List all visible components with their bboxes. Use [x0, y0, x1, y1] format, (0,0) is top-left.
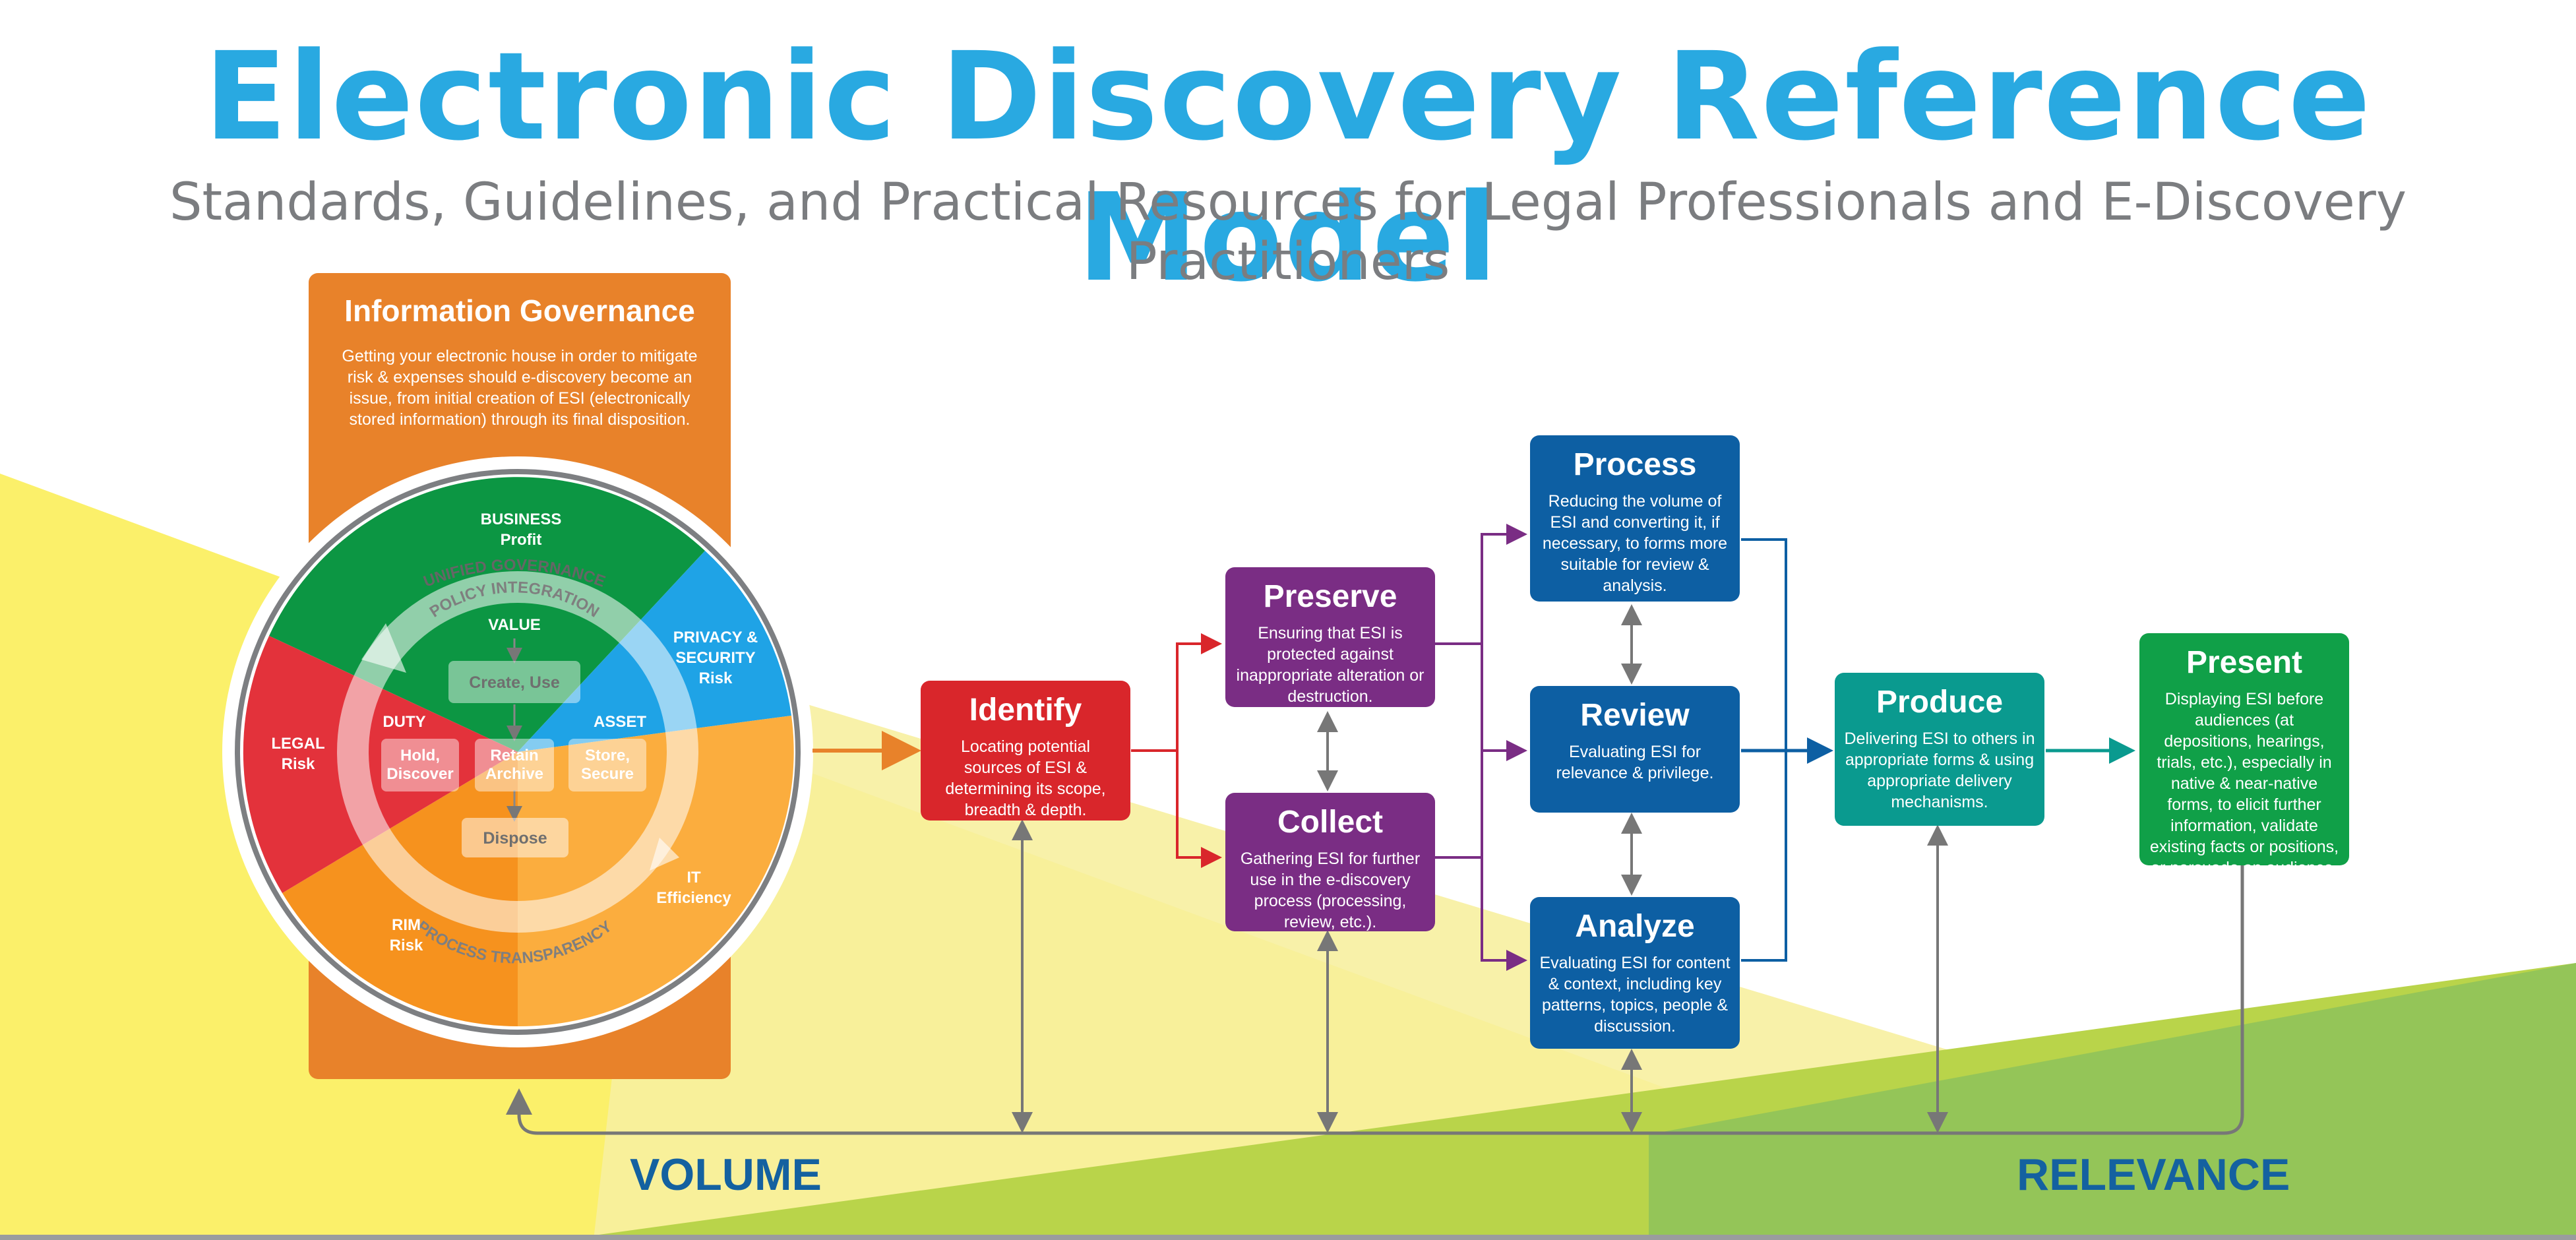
produce-title: Produce [1876, 685, 2004, 720]
volume-label: VOLUME [630, 1150, 822, 1200]
connector-preserve-review [1481, 644, 1527, 761]
retain-label: Retain [490, 747, 538, 764]
archive-label: Archive [485, 765, 543, 783]
identify-description: Locating potential sources of ESI & dete… [945, 737, 1106, 819]
hold-label: Hold, [400, 747, 440, 764]
feedback-loop-line [506, 865, 2244, 1135]
collect-description: Gathering ESI for further use in the e-d… [1240, 850, 1421, 931]
retain-archive-box [475, 739, 554, 791]
business-sub-label: Profit [501, 531, 542, 549]
dispose-box [462, 818, 568, 857]
stage-review[interactable]: Review Evaluating ESI for relevance & pr… [1530, 686, 1740, 813]
analyze-description: Evaluating ESI for content & context, in… [1539, 954, 1731, 1036]
collect-title: Collect [1277, 805, 1384, 840]
rim-risk-label: Risk [390, 937, 423, 954]
page-title: Electronic Discovery Reference Model [204, 26, 2372, 309]
legal-label: LEGAL [271, 735, 324, 753]
privacy-risk-label: Risk [699, 669, 733, 687]
dark-green-wedge [1649, 963, 2576, 1240]
analyze-title: Analyze [1575, 909, 1695, 944]
segment-it [518, 716, 794, 1027]
stage-analyze[interactable]: Analyze Evaluating ESI for content & con… [1530, 897, 1740, 1049]
review-title: Review [1580, 698, 1690, 733]
rim-label: RIM [392, 916, 421, 934]
stage-identify[interactable]: Identify Locating potential sources of E… [921, 681, 1130, 821]
present-description: Displaying ESI before audiences (at depo… [2149, 690, 2339, 877]
preserve-description: Ensuring that ESI is protected against i… [1236, 624, 1425, 706]
review-description: Evaluating ESI for relevance & privilege… [1556, 743, 1714, 782]
ring-arrow-left [361, 623, 406, 673]
segment-legal [243, 636, 518, 893]
value-label: VALUE [488, 616, 541, 634]
stage-preserve[interactable]: Preserve Ensuring that ESI is protected … [1225, 567, 1435, 707]
discover-label: Discover [386, 765, 453, 783]
connector-collect-analyze [1388, 856, 1527, 971]
bottom-rule [0, 1235, 2576, 1240]
secure-label: Secure [581, 765, 634, 783]
process-title: Process [1573, 447, 1697, 482]
governance-circle [222, 456, 813, 1047]
connector-process-produce [1741, 538, 1787, 751]
produce-description: Delivering ESI to others in appropriate … [1844, 729, 2035, 811]
stage-collect[interactable]: Collect Gathering ESI for further use in… [1225, 793, 1435, 931]
preserve-title: Preserve [1263, 579, 1397, 614]
it-efficiency-label: Efficiency [656, 889, 731, 907]
segment-rim [282, 752, 518, 1027]
store-secure-box [568, 739, 646, 791]
page-subtitle: Standards, Guidelines, and Practical Res… [169, 173, 2407, 292]
identify-title: Identify [969, 693, 1082, 728]
stage-present[interactable]: Present Displaying ESI before audiences … [2139, 633, 2349, 877]
connector-identify-preserve [1131, 633, 1222, 752]
connector-preserve-process [1388, 524, 1527, 645]
stage-process[interactable]: Process Reducing the volume of ESI and c… [1530, 435, 1740, 602]
stage-produce[interactable]: Produce Delivering ESI to others in appr… [1835, 673, 2044, 826]
connector-analyze-produce [1741, 751, 1787, 962]
information-governance-description: Getting your electronic house in order t… [342, 347, 698, 429]
ring-arrow-right [650, 838, 679, 871]
present-title: Present [2186, 645, 2303, 680]
hold-discover-box [381, 739, 459, 791]
create-use-box [448, 661, 580, 703]
create-use-label: Create, Use [469, 673, 560, 692]
asset-label: ASSET [594, 713, 646, 731]
security-label: SECURITY [675, 649, 755, 667]
business-label: BUSINESS [481, 511, 562, 528]
outer-gray-ring [235, 469, 801, 1035]
dispose-label: Dispose [483, 829, 547, 848]
connector-identify-collect [1176, 751, 1222, 868]
relevance-label: RELEVANCE [2017, 1150, 2290, 1200]
information-governance-title: Information Governance [344, 294, 695, 328]
process-description: Reducing the volume of ESI and convertin… [1542, 492, 1728, 595]
store-label: Store, [585, 747, 630, 764]
privacy-label: PRIVACY & [673, 629, 758, 646]
it-label: IT [687, 869, 701, 886]
inner-ring [337, 571, 698, 933]
duty-label: DUTY [383, 713, 425, 731]
legal-risk-label: Risk [282, 755, 315, 773]
